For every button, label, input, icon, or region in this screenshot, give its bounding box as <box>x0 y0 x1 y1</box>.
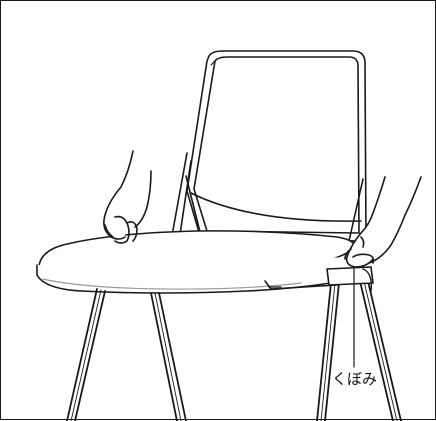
recess-callout-label: くぼみ <box>331 370 378 388</box>
left-hand <box>104 151 151 243</box>
chair-seat <box>37 231 357 293</box>
chair-backrest <box>187 51 366 241</box>
